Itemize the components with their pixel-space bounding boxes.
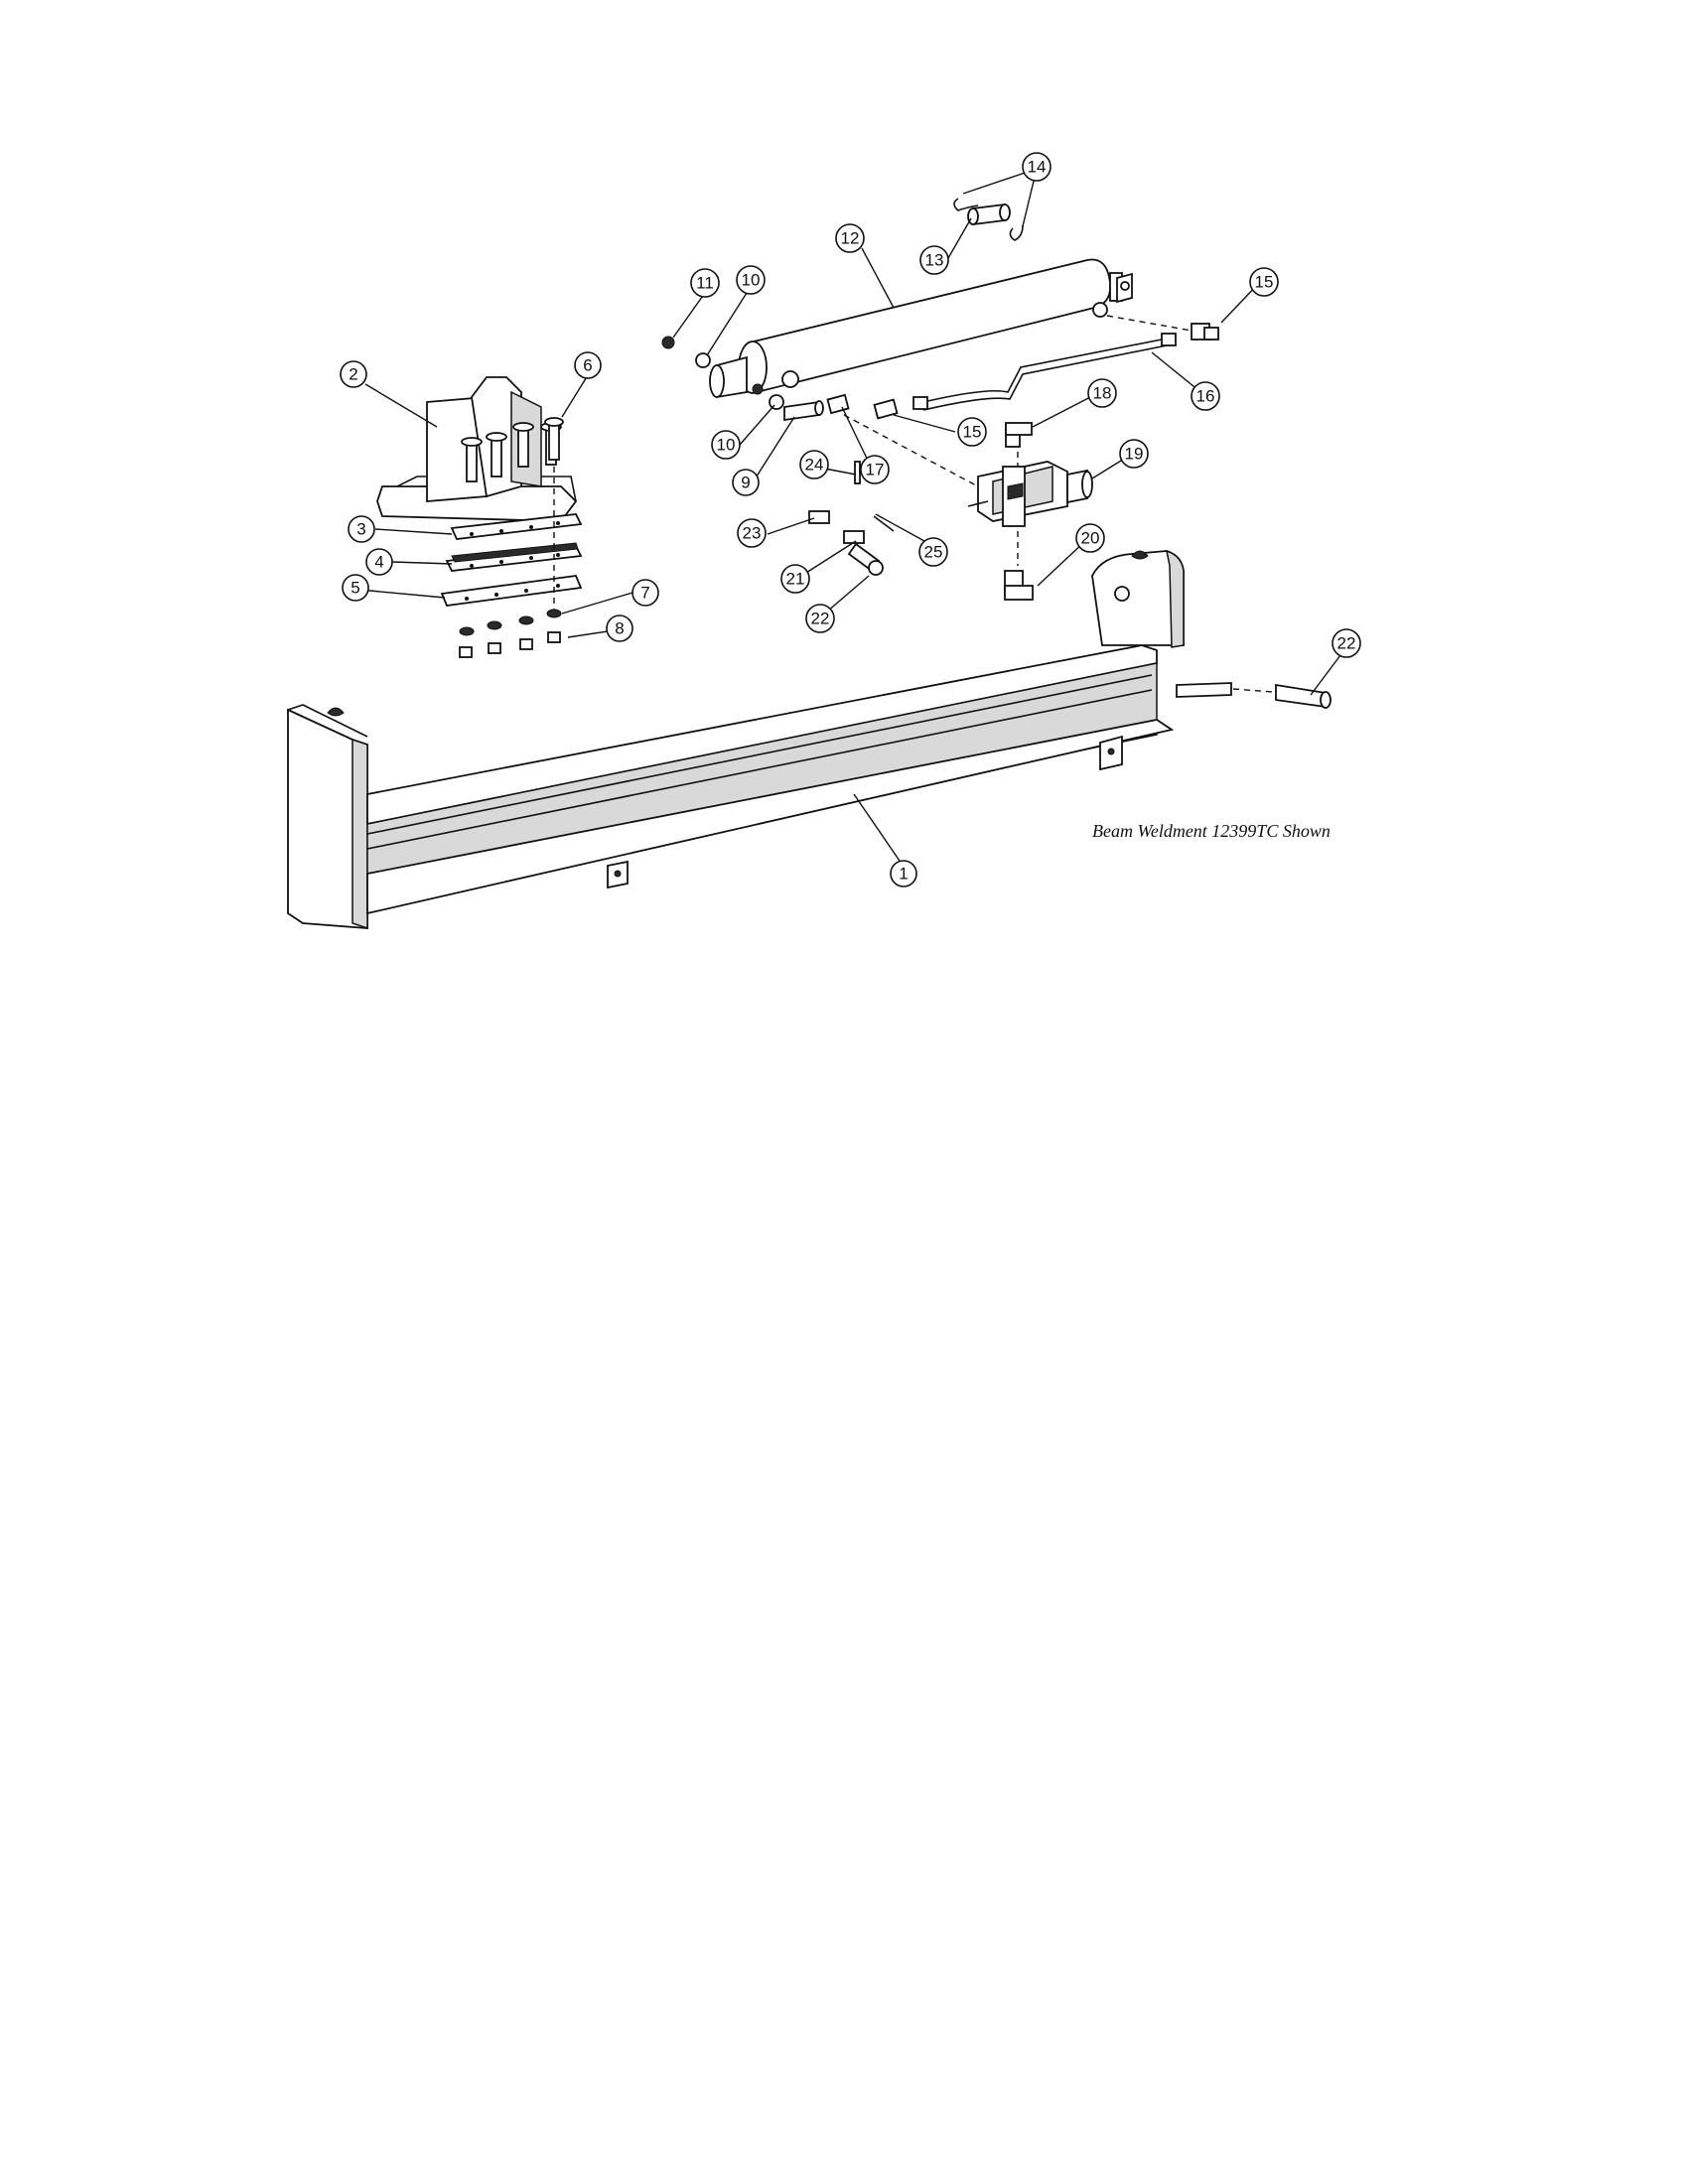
svg-text:2: 2: [349, 365, 357, 384]
svg-text:17: 17: [866, 461, 885, 479]
callout-4: 4: [365, 548, 393, 576]
callout-11: 11: [690, 268, 720, 298]
svg-text:6: 6: [583, 356, 592, 375]
assembly-line: [843, 414, 979, 487]
callout-17: 17: [860, 455, 890, 484]
elbow-fitting-upper: [1005, 422, 1033, 448]
svg-text:8: 8: [615, 619, 624, 638]
svg-text:10: 10: [742, 271, 761, 290]
svg-text:14: 14: [1028, 158, 1047, 177]
svg-text:7: 7: [640, 584, 649, 603]
callout-10-upper: 10: [736, 265, 766, 295]
svg-text:3: 3: [356, 520, 365, 539]
washer: [769, 394, 784, 410]
callout-16: 16: [1191, 381, 1220, 411]
callout-13: 13: [919, 245, 949, 275]
callout-21: 21: [780, 564, 810, 594]
callout-22-handle: 22: [805, 604, 835, 633]
callout-10-lower: 10: [711, 430, 741, 460]
svg-text:22: 22: [1337, 634, 1356, 653]
svg-text:25: 25: [924, 543, 943, 562]
svg-text:5: 5: [351, 579, 359, 598]
diagram-caption: Beam Weldment 12399TC Shown: [1092, 821, 1331, 841]
svg-text:22: 22: [811, 610, 830, 628]
callout-3: 3: [348, 515, 375, 543]
callout-12: 12: [835, 223, 865, 253]
washers-and-nuts: [459, 609, 562, 658]
grease-fitting: [661, 336, 675, 349]
svg-text:12: 12: [841, 229, 860, 248]
hair-pin-clips: [953, 198, 1024, 241]
hydraulic-cylinder: [709, 258, 1133, 399]
callout-22-pin: 22: [1332, 628, 1361, 658]
straight-fitting: [826, 393, 850, 415]
washer: [695, 352, 711, 368]
callout-25: 25: [918, 537, 948, 567]
svg-text:19: 19: [1125, 445, 1144, 464]
callout-20: 20: [1075, 523, 1105, 553]
assembly-line: [1232, 688, 1274, 693]
callout-6: 6: [574, 351, 602, 379]
callout-7: 7: [632, 579, 659, 607]
cylinder-pin: [967, 203, 1011, 226]
callout-15-center: 15: [957, 417, 987, 447]
hydraulic-hose: [912, 333, 1177, 411]
svg-text:18: 18: [1093, 384, 1112, 403]
callout-8: 8: [606, 614, 633, 642]
callout-15-right: 15: [1249, 267, 1279, 297]
cylinder-base-pin: [783, 400, 824, 422]
callout-23: 23: [737, 518, 767, 548]
svg-text:10: 10: [717, 436, 736, 455]
wear-plates: [440, 513, 583, 607]
callout-18: 18: [1087, 378, 1117, 408]
callout-2: 2: [340, 360, 367, 388]
svg-text:15: 15: [963, 423, 982, 442]
handle-pin: [1275, 683, 1332, 709]
assembly-line: [1106, 315, 1193, 332]
callout-19: 19: [1119, 439, 1149, 469]
callout-1: 1: [890, 860, 917, 887]
callout-5: 5: [342, 574, 369, 602]
svg-text:20: 20: [1081, 529, 1100, 548]
svg-text:11: 11: [696, 274, 714, 293]
valve-handle-parts: [808, 461, 895, 576]
svg-text:4: 4: [374, 553, 383, 572]
svg-text:15: 15: [1255, 273, 1274, 292]
callout-9: 9: [732, 469, 760, 496]
svg-text:1: 1: [899, 865, 908, 884]
elbow-fitting-right: [1191, 323, 1219, 341]
elbow-fitting-lower: [1004, 570, 1034, 601]
callout-14: 14: [1022, 152, 1052, 182]
svg-text:21: 21: [786, 570, 805, 589]
elbow-fitting-center: [873, 398, 899, 420]
callout-24: 24: [799, 450, 829, 479]
svg-text:13: 13: [925, 251, 944, 270]
beam-weldment: [287, 549, 1232, 930]
svg-text:16: 16: [1196, 387, 1215, 406]
svg-text:9: 9: [741, 474, 750, 492]
svg-text:23: 23: [743, 524, 762, 543]
control-valve: [967, 452, 1093, 527]
wedge-assembly: [376, 376, 578, 522]
svg-text:24: 24: [805, 456, 824, 475]
carriage-bolt: [544, 417, 564, 461]
